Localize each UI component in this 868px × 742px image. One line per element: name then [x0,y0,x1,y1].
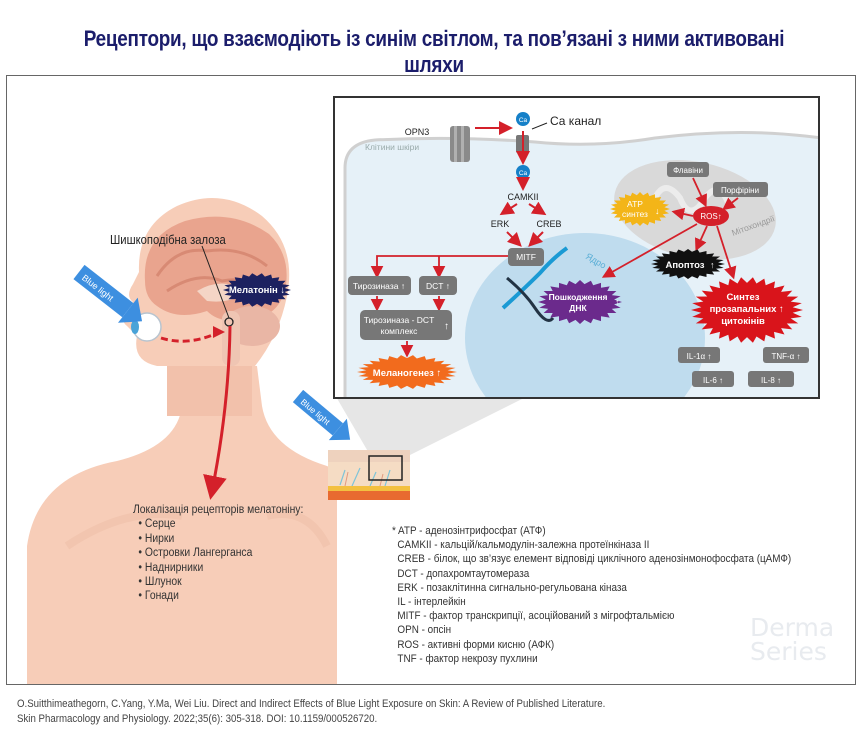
tyrosinase-dct-complex-box [360,310,452,340]
il1a-box [678,347,720,363]
receptor-item: • Нирки [138,532,175,545]
projection-cone [335,395,530,455]
receptor-item: • Наднирники [138,561,204,574]
receptor-item: • Островки Лангерганса [138,547,253,560]
mitf-box [508,248,544,266]
il6-box [692,371,734,387]
svg-text:↑: ↑ [779,304,784,315]
legend-item: OPN - опсін [397,624,452,637]
svg-text:DCT ↑: DCT ↑ [426,281,450,291]
pineal-gland-label: Шишкоподібна залоза [110,233,226,247]
ros-node [693,206,729,226]
dna-damage-burst [538,280,622,324]
torso [27,366,337,684]
legend-item: DCT - допахромтаутомераза [397,567,530,580]
human-figure: Blue light Мелатонін ↓ [27,198,337,684]
svg-text:IL-8 ↑: IL-8 ↑ [761,376,781,385]
page-title: Рецептори, що взаємодіють із синім світл… [83,26,785,77]
dna-helix-icon [501,246,569,322]
legend-item: IL - інтерлейкін [397,596,466,609]
svg-text:ДНК: ДНК [569,303,587,313]
svg-text:Тирозиназа - DCT: Тирозиназа - DCT [364,315,435,325]
opn3-receptor-icon [450,126,470,162]
erk-label: ERK [491,219,510,229]
svg-text:Ca: Ca [519,117,528,124]
svg-text:↓: ↓ [655,206,660,216]
svg-text:Порфіріни: Порфіріни [721,186,759,195]
derma-series-watermark: Derma Series [750,613,835,666]
receptors-title: Локалізація рецепторів мелатоніну: [133,504,304,516]
blue-light-arrow-skin: Blue light [292,390,351,441]
svg-text:TNF-α ↑: TNF-α ↑ [771,352,800,361]
svg-text:прозапальних: прозапальних [710,304,778,315]
svg-text:Синтез: Синтез [726,292,759,303]
legend-item: MITF - фактор транскрипції, асоційований… [397,610,675,623]
blue-light-arrow-eye: Blue light [73,264,143,323]
svg-text:↑: ↑ [710,260,715,270]
receptor-item: • Гонади [138,590,179,603]
pathway-inset: Ядро Мітохондрії Клітини шкіри OPN3 Ca С… [333,96,820,399]
il8-box [748,371,794,387]
legend-item: CREB - білок, що зв’язує елемент відпові… [397,553,792,566]
melatonin-badge: Мелатонін ↓ [223,273,291,307]
atp-synthesis-burst [610,192,670,226]
svg-text:цитокінів: цитокінів [721,316,765,327]
legend-item: * ATP - аденозінтрифосфат (АТФ) [392,525,546,537]
receptor-item: • Шлунок [138,576,182,589]
dct-box [419,276,457,295]
receptor-item: • Серце [138,518,176,531]
skin-sample: Blue light [292,390,410,500]
ca-channel-label: Са канал [550,114,601,128]
legend-item: ROS - активні форми кисню (АФК) [397,638,555,651]
svg-text:IL-6 ↑: IL-6 ↑ [703,376,723,385]
svg-text:ROS↑: ROS↑ [700,212,721,221]
apoptosis-burst [651,249,725,279]
svg-text:Меланогенез ↑: Меланогенез ↑ [373,368,441,379]
svg-text:IL-1α ↑: IL-1α ↑ [687,352,712,361]
flavins-box [667,162,709,177]
svg-text:Пошкодження: Пошкодження [549,292,608,302]
skin-cells-label: Клітини шкіри [365,142,419,152]
svg-text:↑: ↑ [444,321,449,332]
cytokines-burst [691,277,803,343]
svg-text:Ca: Ca [519,170,528,177]
svg-text:Флавіни: Флавіни [673,166,703,175]
porphyrins-box [713,182,768,197]
svg-text:↑: ↑ [615,297,620,307]
svg-text:ATP: ATP [627,199,643,209]
ca-ion-icon [516,112,530,126]
legend-item: CAMKII - кальцій/кальмодулін-залежна про… [397,539,650,552]
creb-label: CREB [536,219,561,229]
opn3-label: OPN3 [405,127,430,137]
abbreviations-legend: * ATP - аденозінтрифосфат (АТФ) CAMKII -… [392,524,791,666]
svg-text:Апоптоз: Апоптоз [665,260,704,271]
ca-ion-icon [516,165,530,179]
svg-text:MITF: MITF [516,252,536,262]
camkii-label: CAMKII [507,192,538,202]
svg-text:синтез: синтез [622,209,648,219]
tyrosinase-box [348,276,411,295]
pathway-diagram: Ядро Мітохондрії Клітини шкіри OPN3 Ca С… [343,112,818,397]
melatonin-label: Мелатонін ↓ [229,285,285,296]
legend-item: TNF - фактор некрозу пухлини [397,652,538,665]
svg-text:Тирозиназа ↑: Тирозиназа ↑ [353,281,405,291]
svg-text:комплекс: комплекс [381,326,418,336]
legend-item: ERK - позаклітинна сигнально-регульована… [397,581,627,594]
melatonin-receptors-list: Локалізація рецепторів мелатоніну: • Сер… [133,503,303,604]
tnfa-box [763,347,809,363]
melatonin-arrow [203,325,232,500]
citation: O.Suitthimeathegorn, C.Yang, Y.Ma, Wei L… [17,698,606,725]
melanogenesis-burst [357,355,457,389]
